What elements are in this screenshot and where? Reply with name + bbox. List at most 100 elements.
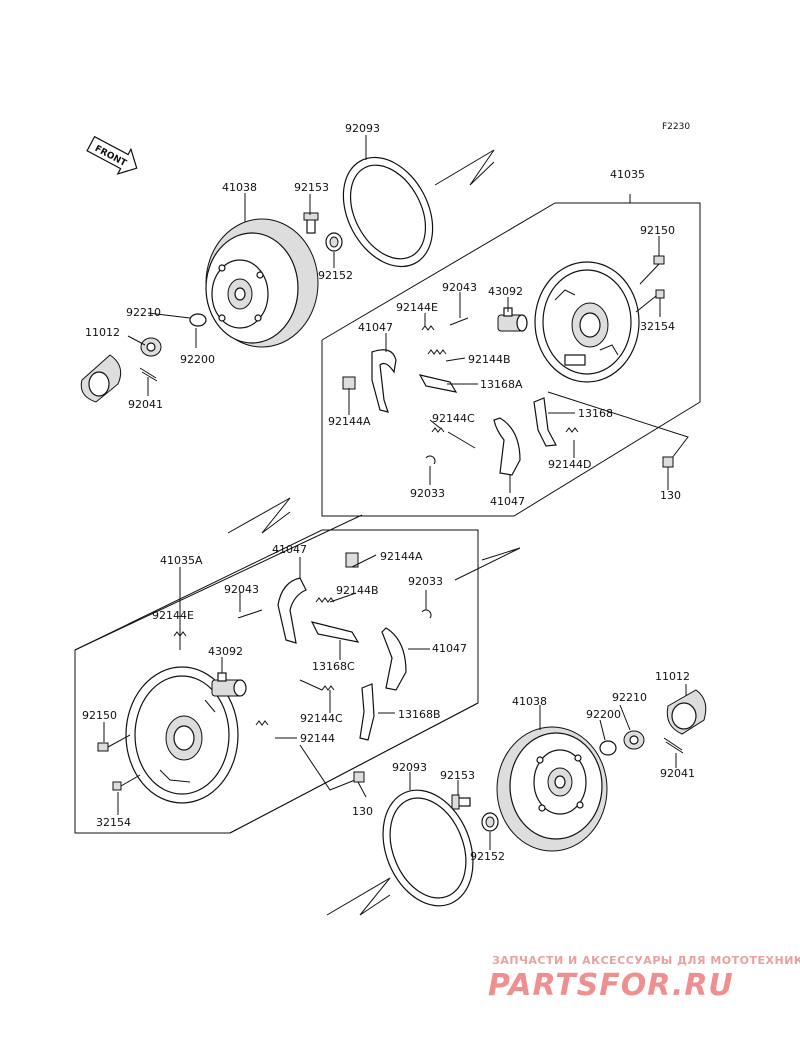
cotter-pin-lower xyxy=(663,737,684,754)
part-label-13168: 13168 xyxy=(578,407,613,420)
break-line xyxy=(227,497,291,534)
part-label-92210: 92210 xyxy=(126,306,161,319)
part-label-92144d: 92144D xyxy=(548,458,591,471)
brake-drum-upper xyxy=(205,218,319,348)
part-label-130: 130 xyxy=(660,489,681,502)
part-label-92041: 92041 xyxy=(660,767,695,780)
part-label-13168a: 13168A xyxy=(480,378,523,391)
brake-shoe-upper-a xyxy=(371,349,397,413)
part-label-92144a: 92144A xyxy=(380,550,423,563)
spring-92144C-lower xyxy=(299,679,335,691)
part-number-labels: 92093 41038 92153 92152 92210 11012 92200 92041… xyxy=(82,122,695,863)
brake-panel-upper xyxy=(534,261,640,383)
wheel-cylinder-lower xyxy=(211,672,247,697)
part-label-92144c: 92144C xyxy=(432,412,475,425)
part-label-13168c: 13168C xyxy=(312,660,355,673)
part-label-41047: 41047 xyxy=(358,321,393,334)
part-label-92033: 92033 xyxy=(410,487,445,500)
nut-130-lower xyxy=(353,771,365,783)
clip-92144A-upper xyxy=(342,376,356,390)
label-leaders xyxy=(103,135,687,850)
part-label-41047: 41047 xyxy=(432,642,467,655)
part-label-92153: 92153 xyxy=(294,181,329,194)
part-label-92152: 92152 xyxy=(318,269,353,282)
hub-bolt-lower xyxy=(451,794,471,810)
washer-upper xyxy=(189,313,207,327)
part-label-92144c: 92144C xyxy=(300,712,343,725)
oil-seal-upper xyxy=(325,232,343,252)
nut-lower xyxy=(623,730,645,750)
leader-line xyxy=(547,391,689,459)
spring-92144-lower xyxy=(255,720,269,726)
part-label-92153: 92153 xyxy=(440,769,475,782)
spring-92144D-upper xyxy=(565,427,579,433)
part-label-92152: 92152 xyxy=(470,850,505,863)
o-ring-lower xyxy=(382,789,474,907)
watermark-logo: PARTSFOR.RU xyxy=(488,968,734,1003)
hub-bolt-upper xyxy=(303,212,319,234)
part-label-130: 130 xyxy=(352,805,373,818)
spring-92144B-lower xyxy=(315,597,335,603)
part-label-92093: 92093 xyxy=(345,122,380,135)
part-label-92150: 92150 xyxy=(640,224,675,237)
wheel-cylinder-upper xyxy=(497,307,528,332)
break-line xyxy=(434,149,495,186)
part-label-11012: 11012 xyxy=(85,326,120,339)
part-label-92033: 92033 xyxy=(408,575,443,588)
part-label-13168b: 13168B xyxy=(398,708,441,721)
o-ring-upper xyxy=(342,156,434,268)
bleeder-screw-upper xyxy=(449,317,469,326)
hub-cap-lower xyxy=(666,689,707,735)
part-label-92043: 92043 xyxy=(224,583,259,596)
cotter-pin-upper xyxy=(139,367,158,382)
part-label-92144: 92144 xyxy=(300,732,335,745)
diagram-code: F2230 xyxy=(662,122,690,132)
part-label-92041: 92041 xyxy=(128,398,163,411)
spring-92144E-upper xyxy=(421,325,435,331)
part-label-92144e: 92144E xyxy=(396,301,438,314)
lever-13168 xyxy=(533,397,557,447)
panel-stud-lower xyxy=(112,774,141,791)
brake-drum-lower xyxy=(496,726,608,852)
part-label-11012: 11012 xyxy=(655,670,690,683)
part-label-41047: 41047 xyxy=(490,495,525,508)
lever-13168B xyxy=(359,683,375,741)
part-label-41038: 41038 xyxy=(222,181,257,194)
part-label-92150: 92150 xyxy=(82,709,117,722)
part-label-32154: 32154 xyxy=(96,816,131,829)
break-line xyxy=(454,547,521,581)
nut-130-upper xyxy=(662,456,674,468)
bleeder-screw-lower xyxy=(237,609,263,619)
clip-92033-upper xyxy=(425,455,436,465)
clip-92033-lower xyxy=(421,609,432,619)
brake-shoe-lower-a xyxy=(277,577,307,644)
lever-13168C xyxy=(310,621,360,643)
part-label-92043: 92043 xyxy=(442,281,477,294)
part-label-92210: 92210 xyxy=(612,691,647,704)
part-label-41047: 41047 xyxy=(272,543,307,556)
leader-line xyxy=(229,702,479,834)
part-label-92200: 92200 xyxy=(586,708,621,721)
panel-bolt-lower xyxy=(97,734,131,752)
part-label-92144b: 92144B xyxy=(336,584,379,597)
break-line xyxy=(326,877,391,916)
part-label-92200: 92200 xyxy=(180,353,215,366)
front-arrow-icon: FRONT xyxy=(86,135,138,175)
part-label-92144e: 92144E xyxy=(152,609,194,622)
spring-92144C-upper xyxy=(431,427,476,449)
watermark-tagline: ЗАПЧАСТИ И АКСЕССУАРЫ ДЛЯ МОТОТЕХНИКИ xyxy=(492,954,800,967)
spring-92144B-upper xyxy=(427,349,447,355)
panel-bolt-upper xyxy=(639,255,665,285)
part-label-43092: 43092 xyxy=(208,645,243,658)
brake-panel-lower xyxy=(125,666,239,804)
leader-line xyxy=(299,744,356,791)
hub-cap-upper xyxy=(80,354,122,403)
leader-line xyxy=(74,514,363,651)
washer-lower xyxy=(599,740,617,756)
part-label-41035a: 41035A xyxy=(160,554,203,567)
brake-shoe-lower-b xyxy=(381,627,407,691)
part-label-92144a: 92144A xyxy=(328,415,371,428)
oil-seal-lower xyxy=(481,812,499,832)
